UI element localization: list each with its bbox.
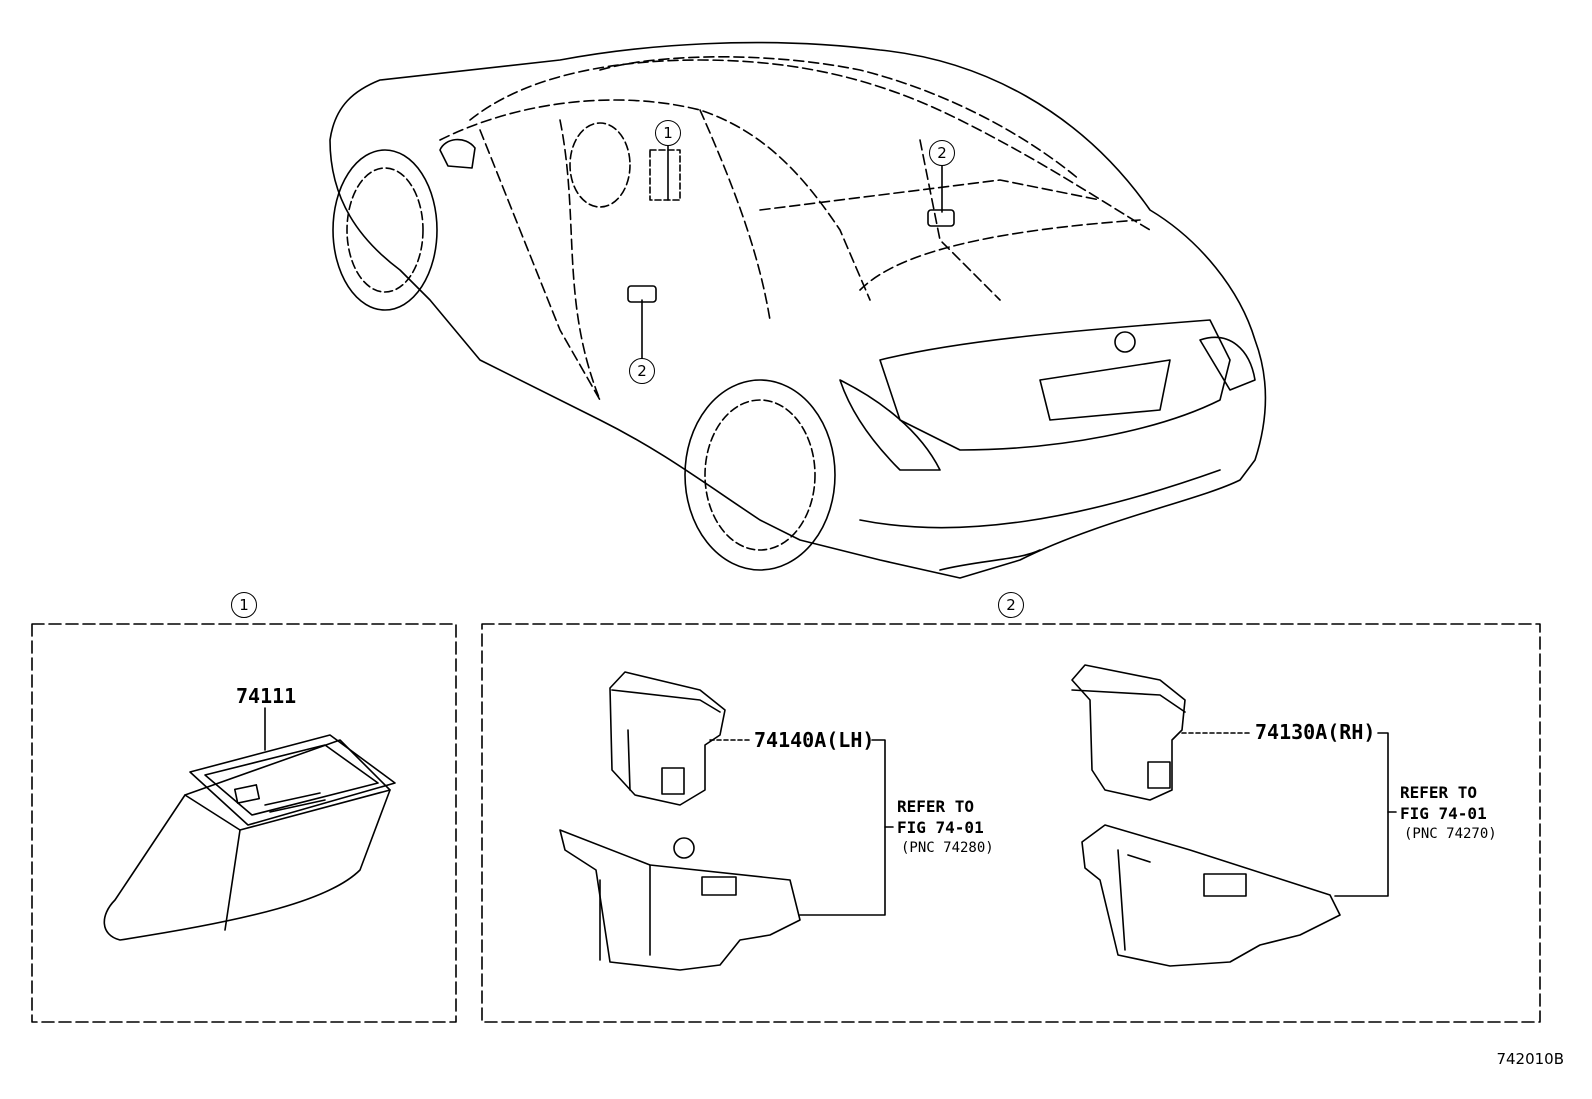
- figure-code: 742010B: [1496, 1050, 1564, 1068]
- ref-rh-line3: (PNC 74270): [1404, 826, 1497, 842]
- callout-2-car-rear: 2: [929, 140, 955, 166]
- detail-box-2: [481, 623, 1541, 1023]
- part-74140-drawing: [559, 671, 801, 971]
- ref-lh-line1: REFER TO: [897, 797, 975, 816]
- car-illustration: [329, 41, 1267, 579]
- lh-ref-bracket: [799, 739, 886, 916]
- callout-2-car-front: 2: [629, 358, 655, 384]
- part-74111-drawing: [103, 707, 396, 941]
- part-number-74111: 74111: [236, 684, 297, 708]
- rh-ref-bracket: [1334, 732, 1389, 897]
- part-number-74140a-lh: 74140A(LH): [754, 728, 875, 752]
- ref-note-lh: REFER TO FIG 74-01 (PNC 74280): [897, 796, 994, 859]
- part-74130-drawing: [1071, 664, 1341, 967]
- part-number-74130a-rh: 74130A(RH): [1255, 720, 1376, 744]
- ref-lh-line2: FIG 74-01: [897, 818, 984, 837]
- callout-2-box: 2: [998, 592, 1024, 618]
- callout-1-car: 1: [655, 120, 681, 146]
- ref-lh-line3: (PNC 74280): [901, 840, 994, 856]
- ref-note-rh: REFER TO FIG 74-01 (PNC 74270): [1400, 782, 1497, 845]
- ref-rh-line1: REFER TO: [1400, 783, 1478, 802]
- detail-box-1: [31, 623, 457, 1023]
- callout-1-box: 1: [231, 592, 257, 618]
- ref-rh-line2: FIG 74-01: [1400, 804, 1487, 823]
